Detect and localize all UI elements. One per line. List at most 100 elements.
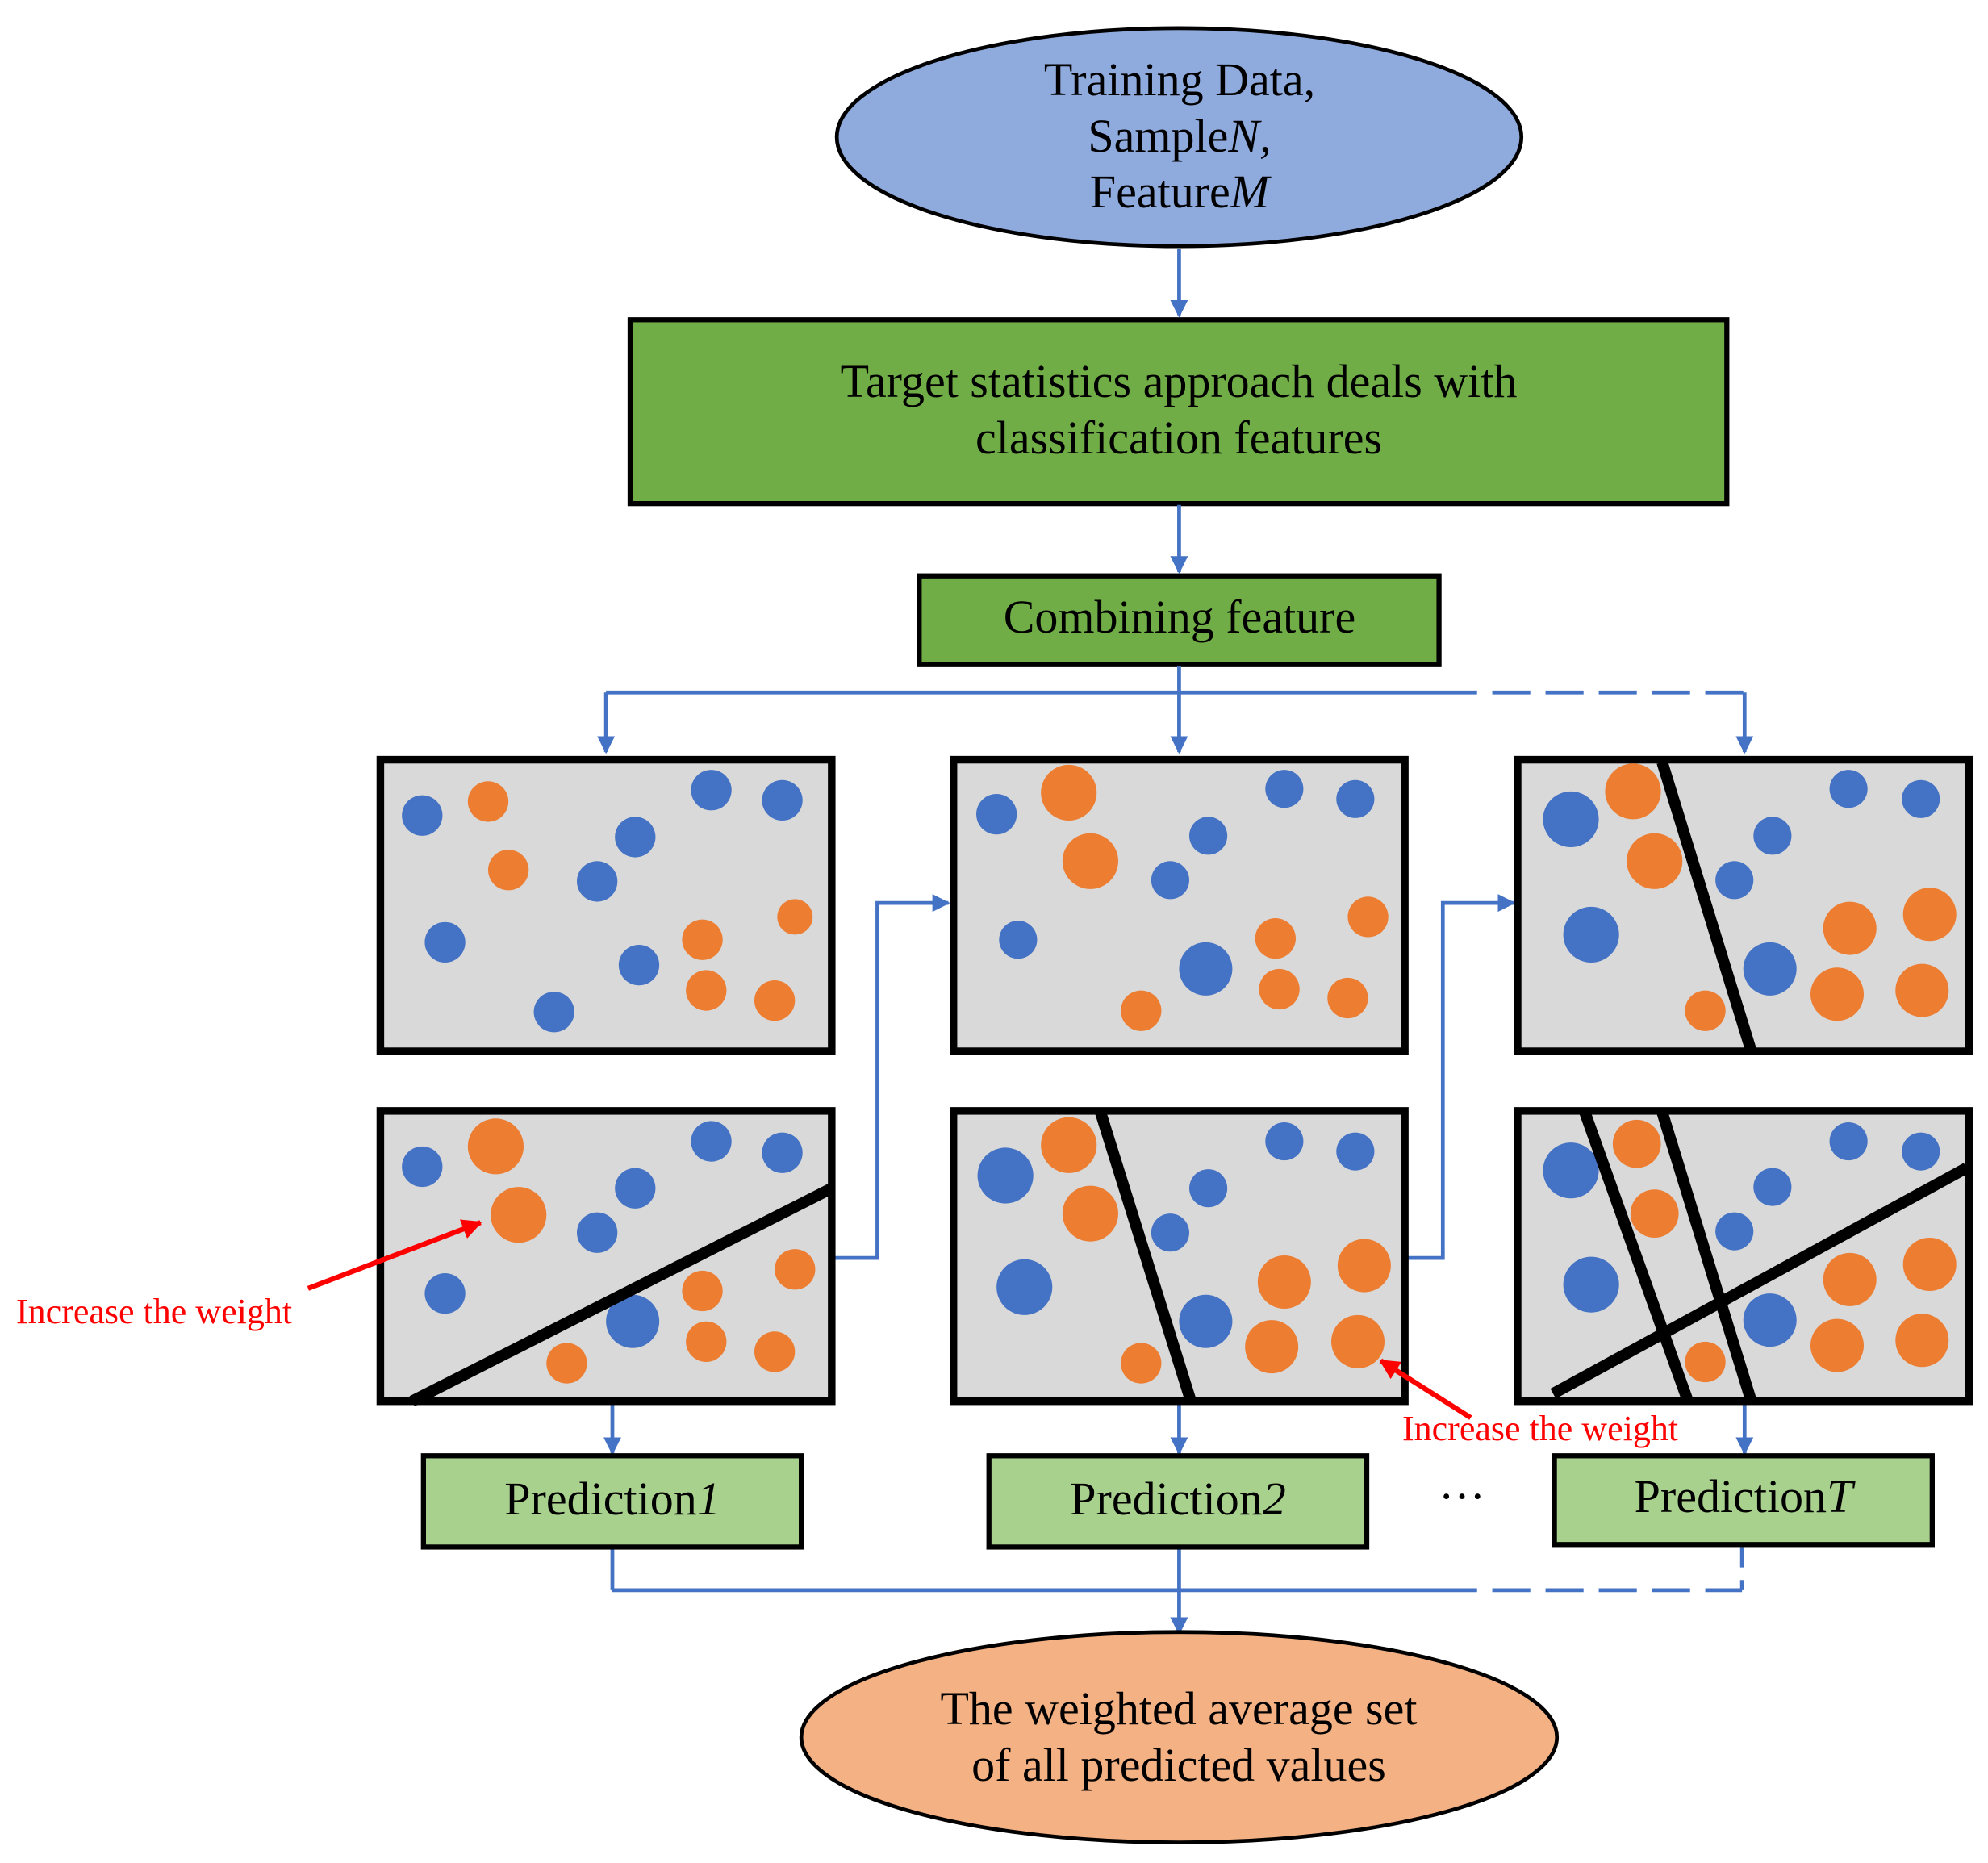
blue-sample-dot (1563, 1256, 1619, 1313)
feature-var: M (1230, 165, 1270, 219)
blue-sample-dot (402, 1146, 443, 1188)
flow-connectors (597, 249, 1754, 1635)
orange-sample-dot (686, 1321, 727, 1362)
blue-sample-dot (976, 794, 1017, 835)
orange-sample-dot (1902, 888, 1957, 942)
orange-sample-dot (1121, 1343, 1162, 1384)
start-node-label: Training Data, SampleN, FeatureM (962, 52, 1397, 220)
orange-sample-dot (1347, 896, 1389, 938)
blue-sample-dot (1543, 1142, 1599, 1199)
prediction-1-label: Prediction1 (424, 1471, 801, 1527)
blue-sample-dot (1179, 1294, 1233, 1348)
start-line-3-text: Feature (1089, 165, 1230, 219)
orange-sample-dot (1257, 1255, 1311, 1309)
decision-boundary-line (409, 1183, 835, 1407)
orange-sample-dot (467, 781, 509, 822)
orange-sample-dot (1810, 1318, 1864, 1372)
blue-sample-dot (1743, 942, 1797, 996)
blue-sample-dot (1902, 1132, 1940, 1171)
blue-sample-dot (1902, 779, 1940, 818)
prediction-2-label: Prediction2 (989, 1471, 1367, 1527)
blue-sample-dot (1151, 1213, 1189, 1252)
blue-sample-dot (977, 1147, 1034, 1204)
prediction-1-var: 1 (696, 1472, 720, 1525)
orange-sample-dot (754, 980, 796, 1021)
orange-sample-dot (1823, 1252, 1877, 1306)
start-line-2: SampleN, (962, 108, 1397, 165)
prediction-1-shape (420, 1453, 804, 1550)
orange-sample-dot (1041, 1117, 1097, 1173)
blue-sample-dot (1336, 1132, 1375, 1171)
orange-sample-dot (1810, 967, 1864, 1021)
combine-node-label: Combining feature (1003, 591, 1356, 643)
orange-sample-dot (1627, 833, 1683, 889)
orange-sample-dot (1823, 901, 1877, 955)
blue-sample-dot (691, 1121, 732, 1162)
orange-sample-dot (1259, 968, 1300, 1010)
blue-sample-dot (762, 779, 803, 821)
orange-sample-dot (1062, 833, 1118, 889)
decision-boundary-line (1550, 1163, 1969, 1399)
orange-sample-dot (1605, 763, 1661, 820)
panel-3-initial-content (1543, 760, 1957, 1052)
panel-1-initial-content (402, 770, 813, 1033)
blue-sample-dot (533, 992, 574, 1033)
panel-2-initial-content (976, 764, 1389, 1031)
orange-sample-dot (1121, 990, 1162, 1031)
orange-sample-dot (1895, 1314, 1949, 1368)
arrow-boost-1-to-2 (831, 894, 950, 1260)
blue-sample-dot (1543, 791, 1599, 847)
orange-sample-dot (1895, 963, 1949, 1017)
annotation-weight-1: Increase the weight (16, 1292, 293, 1331)
blue-sample-dot (1743, 1293, 1797, 1347)
orange-sample-dot (1255, 918, 1296, 959)
blue-sample-dot (1753, 1168, 1792, 1206)
process-line-1: Target statistics approach deals with (840, 355, 1518, 407)
blue-sample-dot (1189, 817, 1228, 855)
decision-boundary-line (1656, 760, 1756, 1052)
prediction-t-shape (1552, 1453, 1935, 1548)
panel-3-weighted-content (1543, 1110, 1969, 1402)
end-line-2: of all predicted values (971, 1738, 1386, 1791)
orange-sample-dot (1612, 1119, 1661, 1168)
blue-sample-dot (1336, 779, 1375, 818)
blue-sample-dot (424, 921, 466, 963)
start-line-3: FeatureM (962, 164, 1397, 220)
blue-sample-dot (615, 1168, 656, 1209)
panel-1-initial (376, 755, 836, 1055)
prediction-2-var: 2 (1262, 1472, 1286, 1525)
blue-sample-dot (1563, 906, 1619, 963)
prediction-t-text: Prediction (1634, 1470, 1827, 1523)
blue-sample-dot (1189, 1169, 1228, 1208)
blue-sample-dot (1715, 861, 1754, 900)
start-line-2-text: Sample (1088, 109, 1229, 162)
arrow-boost-2-to-3 (1403, 894, 1516, 1260)
orange-sample-dot (467, 1118, 524, 1175)
process-line-2: classification features (975, 411, 1383, 464)
end-node-label: The weighted average set of all predicte… (840, 1681, 1518, 1793)
orange-sample-dot (1685, 990, 1726, 1031)
orange-sample-dot (1331, 1314, 1384, 1368)
panel-1-weighted-content (402, 1118, 835, 1407)
blue-sample-dot (402, 795, 443, 836)
orange-sample-dot (686, 970, 727, 1011)
orange-sample-dot (777, 899, 813, 935)
orange-sample-dot (1630, 1189, 1679, 1238)
orange-sample-dot (491, 1187, 547, 1243)
blue-sample-dot (1151, 861, 1189, 900)
orange-sample-dot (682, 1270, 723, 1312)
blue-sample-dot (996, 1259, 1053, 1315)
blue-sample-dot (762, 1132, 803, 1173)
decision-boundary-line (1579, 1110, 1694, 1402)
orange-sample-dot (1337, 1239, 1391, 1293)
orange-sample-dot (682, 919, 723, 960)
orange-sample-dot (775, 1249, 816, 1290)
blue-sample-dot (615, 817, 656, 858)
combine-node-shape (917, 573, 1442, 667)
sample-var: N (1228, 109, 1260, 162)
end-node-shape (799, 1630, 1560, 1844)
blue-sample-dot (577, 861, 618, 902)
prediction-t-label: PredictionT (1555, 1468, 1932, 1525)
panel-2-weighted-content (977, 1110, 1391, 1402)
